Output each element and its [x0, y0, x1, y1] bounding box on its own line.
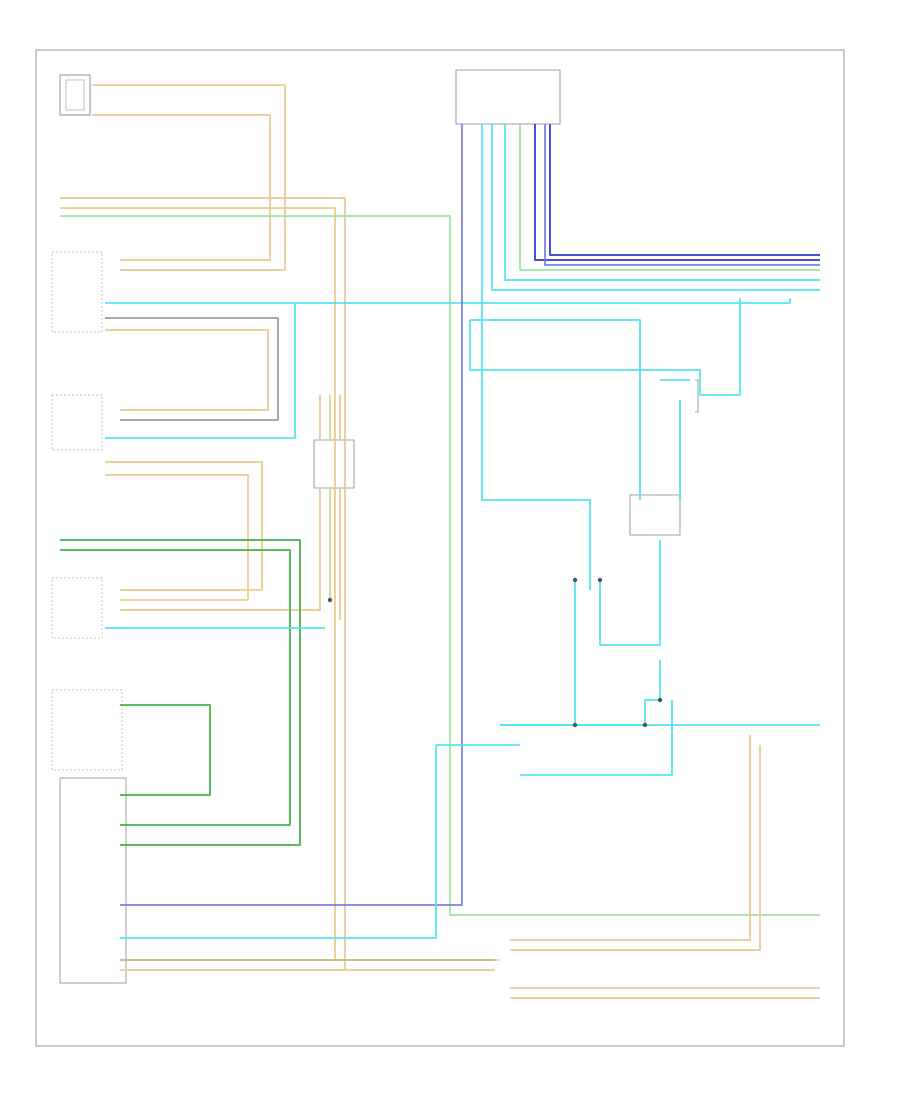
wire-light-blue-23 — [481, 124, 591, 590]
wire-light-blue-31 — [469, 298, 741, 396]
wire-violet-28 — [544, 124, 820, 266]
wire-dark-green-18 — [60, 539, 301, 846]
wire-tan-15 — [120, 488, 321, 611]
component-box-top-left — [59, 74, 91, 116]
wire-gray-7 — [105, 317, 279, 421]
splice-dot-3 — [572, 722, 578, 728]
wire-dark-green-19 — [60, 549, 291, 826]
wire-tan-8 — [105, 329, 269, 411]
wire-light-green-26 — [519, 124, 820, 271]
wire-tan-41 — [510, 735, 751, 941]
splice-dot-5 — [642, 722, 648, 728]
wire-dark-green-20 — [120, 704, 211, 796]
wire-light-blue-30 — [470, 319, 641, 500]
wire-tan-11 — [105, 474, 249, 601]
splice-dot-6 — [327, 597, 333, 603]
wire-light-blue-24 — [491, 124, 820, 291]
wire-violet-22 — [120, 124, 463, 906]
connector-block-right — [629, 494, 681, 536]
wire-light-blue-40 — [520, 700, 673, 776]
wire-dark-blue-27 — [534, 124, 820, 261]
wire-light-blue-38 — [120, 745, 437, 939]
component-box-top-left-inner — [65, 79, 85, 111]
wire-light-blue-36 — [500, 660, 661, 726]
wire-dark-blue-29 — [549, 124, 820, 256]
wire-tan-3 — [60, 197, 346, 970]
wire-light-blue-9 — [105, 303, 296, 439]
component-box-module-3 — [51, 577, 103, 639]
wire-tan-2 — [92, 114, 271, 261]
wire-light-blue-6 — [105, 298, 791, 304]
component-box-module-1 — [51, 251, 103, 333]
splice-dot-2 — [597, 577, 603, 583]
diagram-frame — [35, 49, 845, 1047]
wire-light-blue-25 — [504, 124, 820, 281]
splice-dot-1 — [572, 577, 578, 583]
wire-light-green-5 — [60, 215, 820, 916]
component-box-seat-module — [59, 777, 127, 984]
wire-light-blue-34 — [599, 540, 661, 646]
component-box-module-4 — [51, 689, 123, 771]
bracket-right — [695, 379, 699, 413]
splice-dot-4 — [657, 697, 663, 703]
wire-tan-42 — [510, 745, 761, 951]
component-box-module-2 — [51, 394, 103, 451]
wire-tan-10 — [105, 461, 263, 591]
connector-block-top — [455, 69, 561, 125]
wire-tan-4 — [60, 207, 336, 960]
wire-tan-1 — [92, 84, 286, 271]
